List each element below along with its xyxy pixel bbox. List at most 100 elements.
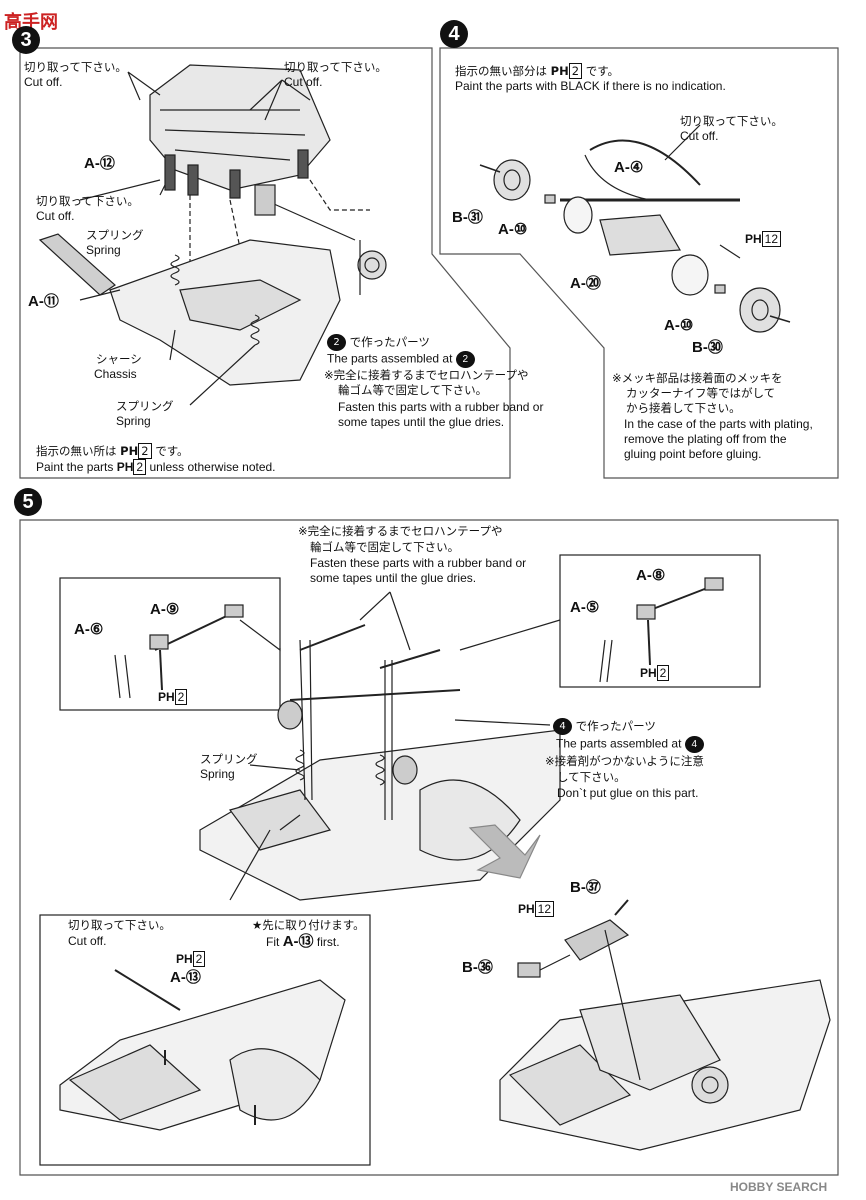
step4-note-en2: remove the plating off from the [624, 432, 787, 446]
step5-inset-cut-jp: 切り取って下さい。 [68, 918, 171, 932]
step3-cut-tr-jp: 切り取って下さい。 [284, 60, 387, 74]
step4-part-a10-1: A-⑩ [498, 221, 528, 238]
step5-spring-en: Spring [200, 767, 235, 781]
step5-right-a8: A-⑧ [636, 567, 666, 584]
step3-note-en1: Fasten this parts with a rubber band or [338, 400, 544, 414]
step5-fasten-jp2: 輪ゴム等で固定して下さい。 [310, 540, 460, 554]
step5-fasten-en2: some tapes until the glue dries. [310, 571, 477, 585]
paint-jp-text: 指示の無い所は [36, 444, 117, 458]
ph-number: 12 [534, 901, 555, 917]
step5-assembled-en: The parts assembled at 4 [556, 736, 704, 753]
fit-pre: Fit [266, 935, 280, 949]
step4-note-jp3: から接着して下さい。 [626, 401, 741, 415]
step4-number-badge: 4 [440, 20, 468, 48]
step3-chassis-en: Chassis [94, 367, 137, 381]
assembled-text: The parts assembled at [327, 351, 453, 366]
ph-number: 2 [192, 951, 206, 967]
ph-code: PH [120, 444, 139, 458]
step3-made-at: 2 で作ったパーツ [327, 334, 430, 351]
ph-code: PH [176, 952, 193, 966]
step5-spring-jp: スプリング [200, 752, 258, 766]
step5-noglue-jp1: ※接着剤がつかないように注意 [545, 754, 704, 768]
paint-en-tail: unless otherwise noted. [149, 460, 276, 474]
step4-cut-en: Cut off. [680, 129, 719, 143]
step3-chassis-jp: シャーシ [96, 352, 142, 366]
step3-cut-tl-en: Cut off. [24, 75, 63, 89]
step3-cut-tr-en: Cut off. [284, 75, 323, 89]
step3-cut-ml-en: Cut off. [36, 209, 75, 223]
step5-fit-jp: ★先に取り付けます。 [252, 918, 365, 932]
ph-number: 2 [133, 459, 147, 475]
step5-fasten-en1: Fasten these parts with a rubber band or [310, 556, 527, 570]
ph-number: 2 [138, 443, 152, 459]
step5-noglue-en: Don`t put glue on this part. [557, 786, 699, 800]
made-at-text: で作ったパーツ [575, 719, 656, 733]
fit-post: first. [316, 935, 340, 949]
step3-part-a11: A-⑪ [28, 293, 59, 310]
step4-note-en3: gluing point before gluing. [624, 447, 762, 461]
step4-note-jp2: カッターナイフ等ではがして [626, 386, 776, 400]
ph-code: PH [745, 232, 762, 246]
step3-number-badge: 3 [12, 26, 40, 54]
step4-paint-en: Paint the parts with BLACK if there is n… [455, 79, 726, 93]
step3-note-jp1: ※完全に接着するまでセロハンテープや [324, 368, 529, 382]
step5-inset-cut-en: Cut off. [68, 934, 107, 948]
step4-part-a4: A-④ [614, 159, 644, 176]
step5-inset-a13: A-⑬ [170, 969, 201, 986]
step4-note-en1: In the case of the parts with plating, [624, 417, 813, 431]
paint-jp-tail: です。 [155, 444, 189, 458]
step-ref-badge: 2 [455, 351, 475, 368]
ph-code: PH [640, 666, 657, 680]
step3-spring2-en: Spring [116, 414, 151, 428]
ph-number: 2 [568, 63, 583, 79]
step5-fasten-jp1: ※完全に接着するまでセロハンテープや [298, 524, 503, 538]
ph-number: 2 [656, 665, 670, 681]
step3-spring2-jp: スプリング [116, 399, 174, 413]
step3-spring1-en: Spring [86, 243, 121, 257]
step-ref-badge: 2 [327, 334, 346, 351]
step5-right-a5: A-⑤ [570, 599, 600, 616]
step4-note-jp1: ※メッキ部品は接着面のメッキを [612, 371, 783, 385]
ph-number: 12 [761, 231, 782, 247]
ph-code: PH [158, 690, 175, 704]
assembled-text: The parts assembled at [556, 736, 682, 751]
fit-part: A-⑬ [282, 933, 314, 950]
ph-code: PH [116, 460, 134, 474]
step3-assembled-en: The parts assembled at 2 [327, 351, 475, 368]
step5-b37: B-㊲ [570, 879, 601, 896]
ph-number: 2 [174, 689, 188, 705]
step3-cut-tl-jp: 切り取って下さい。 [24, 60, 127, 74]
step3-cut-ml-jp: 切り取って下さい。 [36, 194, 139, 208]
step-ref-badge: 4 [684, 736, 704, 753]
step4-part-a10-2: A-⑩ [664, 317, 694, 334]
hobby-search-watermark: HOBBY SEARCH [730, 1180, 828, 1194]
step3-note-jp2: 輪ゴム等で固定して下さい。 [338, 383, 488, 397]
step5-noglue-jp2: して下さい。 [557, 770, 626, 784]
paint-jp-tail: です。 [585, 64, 620, 78]
step5-b36: B-㊱ [462, 959, 493, 976]
step5-left-a9: A-⑨ [150, 601, 180, 618]
step5-number-badge: 5 [14, 488, 42, 516]
paint-en-text: Paint the parts [36, 460, 114, 474]
step4-part-b31: B-㉛ [452, 209, 483, 226]
step3-part-a12: A-⑫ [84, 155, 115, 172]
step5-left-a6: A-⑥ [74, 621, 104, 638]
step4-part-a20: A-⑳ [570, 275, 601, 292]
ph-code: PH [550, 64, 569, 78]
step5-fit-en: Fit A-⑬ first. [266, 934, 340, 950]
step-ref-badge: 4 [553, 718, 572, 735]
step4-part-b30: B-㉚ [692, 339, 723, 356]
step3-note-en2: some tapes until the glue dries. [338, 415, 505, 429]
paint-jp-text: 指示の無い部分は [455, 64, 547, 78]
step4-cut-jp: 切り取って下さい。 [680, 114, 783, 128]
ph-code: PH [518, 902, 535, 916]
